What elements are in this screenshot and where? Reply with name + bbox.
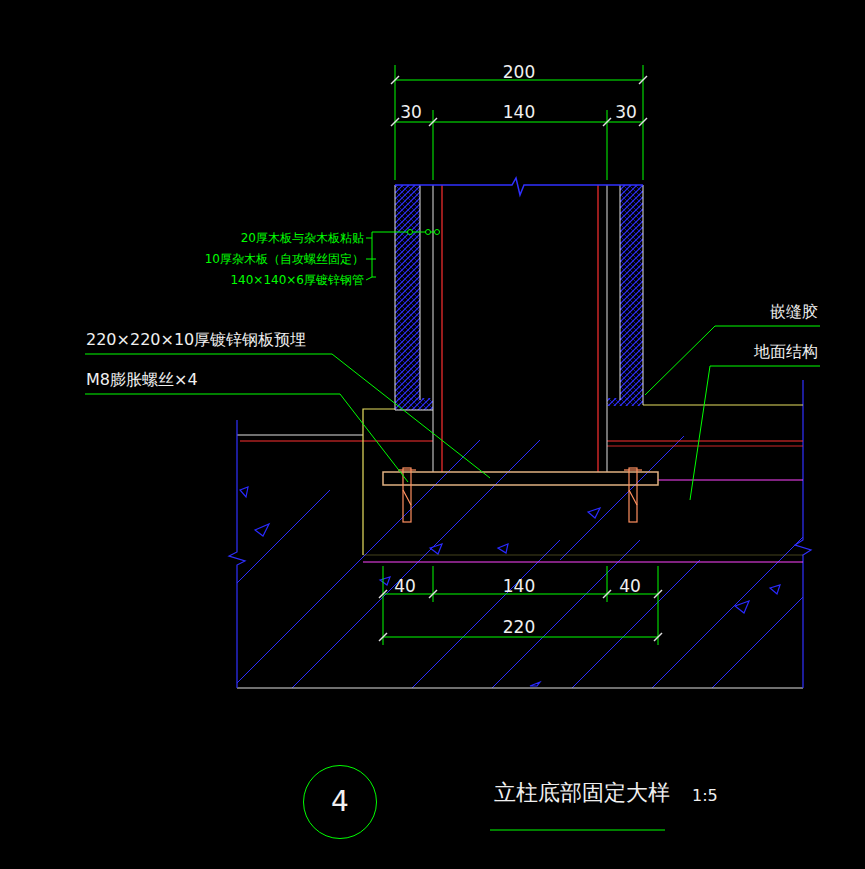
drawing-title: 立柱底部固定大样: [494, 782, 670, 804]
concrete-hatch: [237, 436, 803, 688]
scale-text: 1:5: [692, 788, 718, 804]
dimension-text: 220: [503, 619, 535, 636]
dimension-text: 40: [394, 578, 416, 595]
dimension-lines: [383, 65, 658, 645]
dimension-text: 200: [503, 64, 535, 81]
ground-lines: [229, 380, 811, 688]
dimension-text: 30: [400, 104, 422, 121]
material-note: 20厚木板与杂木板粘贴: [241, 232, 364, 244]
material-note: 10厚杂木板（自攻螺丝固定）: [205, 253, 364, 265]
steel-plate: [383, 468, 658, 522]
column: [395, 178, 643, 472]
dimension-text: 40: [619, 578, 641, 595]
callout-text: 220×220×10厚镀锌钢板预埋: [86, 332, 306, 348]
callout-text: M8膨胀螺丝×4: [86, 372, 198, 388]
dimension-text: 30: [615, 104, 637, 121]
leader-lines: [85, 230, 820, 831]
dimension-ticks: [379, 76, 662, 641]
detail-number: 4: [331, 788, 349, 816]
dimension-text: 140: [503, 578, 535, 595]
callout-text: 嵌缝胶: [770, 304, 818, 320]
dimension-text: 140: [503, 104, 535, 121]
material-note: 140×140×6厚镀锌钢管: [230, 274, 364, 286]
detail-number-circle: 4: [303, 765, 377, 839]
callout-text: 地面结构: [754, 344, 818, 360]
